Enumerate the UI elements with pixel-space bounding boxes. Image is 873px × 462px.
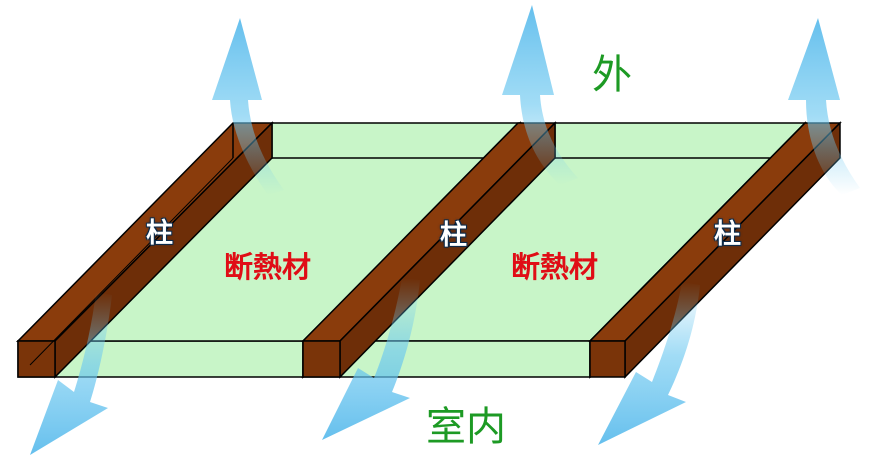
airflow-up-arrow-3 — [788, 18, 860, 195]
airflow-down-arrow-3 — [598, 282, 700, 445]
indoor-label: 室内 — [426, 404, 506, 450]
insulation-label-1: 断熱材 — [224, 250, 312, 284]
pillar-label-1: 柱 — [146, 218, 173, 249]
airflow-down-arrow-2 — [322, 278, 420, 440]
insulation-label-2: 断熱材 — [511, 250, 599, 284]
pillar-label-2: 柱 — [440, 220, 467, 251]
airflow-down-arrow-1 — [30, 292, 112, 455]
outside-label: 外 — [592, 52, 632, 98]
airflow-up-arrow-2 — [502, 5, 578, 185]
airflow-up-arrow-1 — [212, 18, 284, 195]
pillar-2 — [301, 121, 557, 379]
pillar-label-3: 柱 — [714, 219, 741, 250]
